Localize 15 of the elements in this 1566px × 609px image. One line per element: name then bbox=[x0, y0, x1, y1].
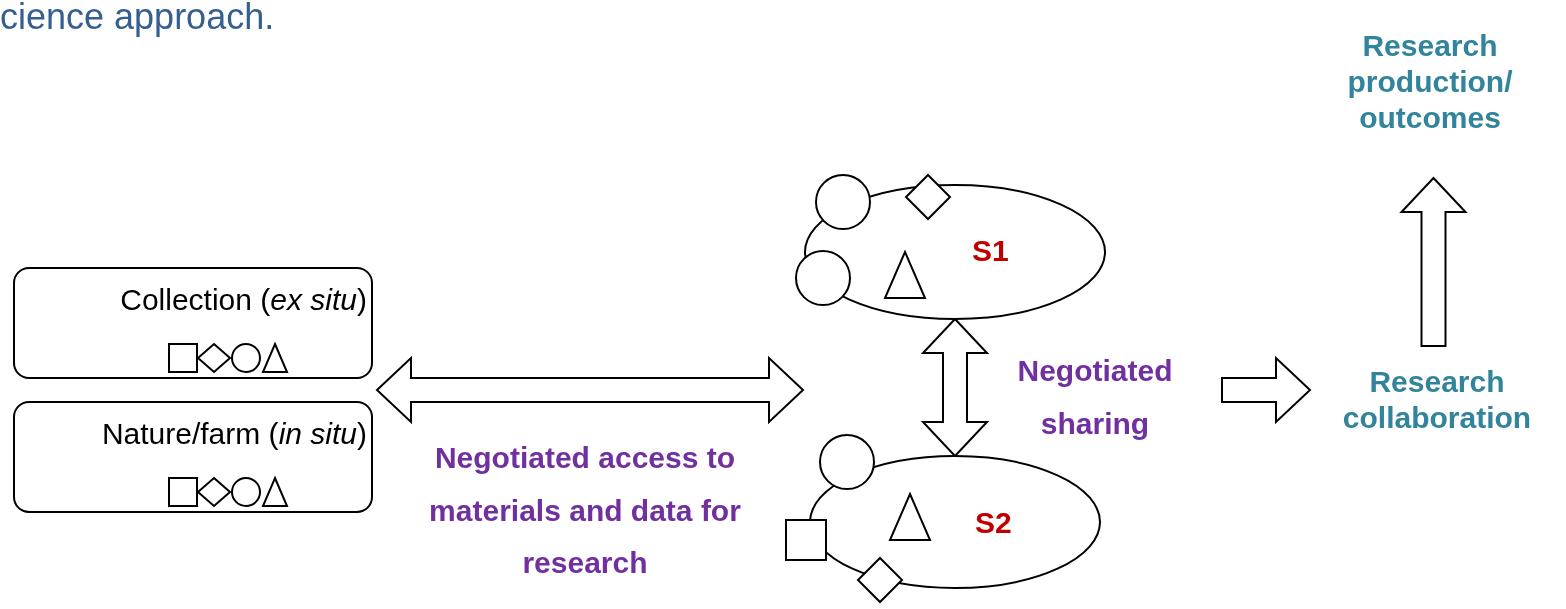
page-title: cience approach. bbox=[0, 0, 275, 38]
source-label: Collection (ex situ) bbox=[120, 283, 367, 317]
block-arrow bbox=[920, 317, 990, 458]
source-box bbox=[13, 401, 373, 513]
edge-label: Negotiated sharing bbox=[1016, 353, 1174, 442]
edge-label: Negotiated access to materials and data for research bbox=[428, 440, 742, 581]
source-box bbox=[13, 267, 373, 379]
group-label: S2 bbox=[975, 506, 1012, 540]
outcome-label: Research collaboration bbox=[1312, 350, 1562, 450]
block-arrow bbox=[375, 355, 805, 425]
source-label: Nature/farm (in situ) bbox=[101, 417, 367, 451]
outcome-label: Research production/ outcomes bbox=[1310, 4, 1550, 160]
block-arrow bbox=[1221, 355, 1312, 425]
block-arrow bbox=[1399, 176, 1468, 347]
group-label: S1 bbox=[972, 234, 1009, 268]
